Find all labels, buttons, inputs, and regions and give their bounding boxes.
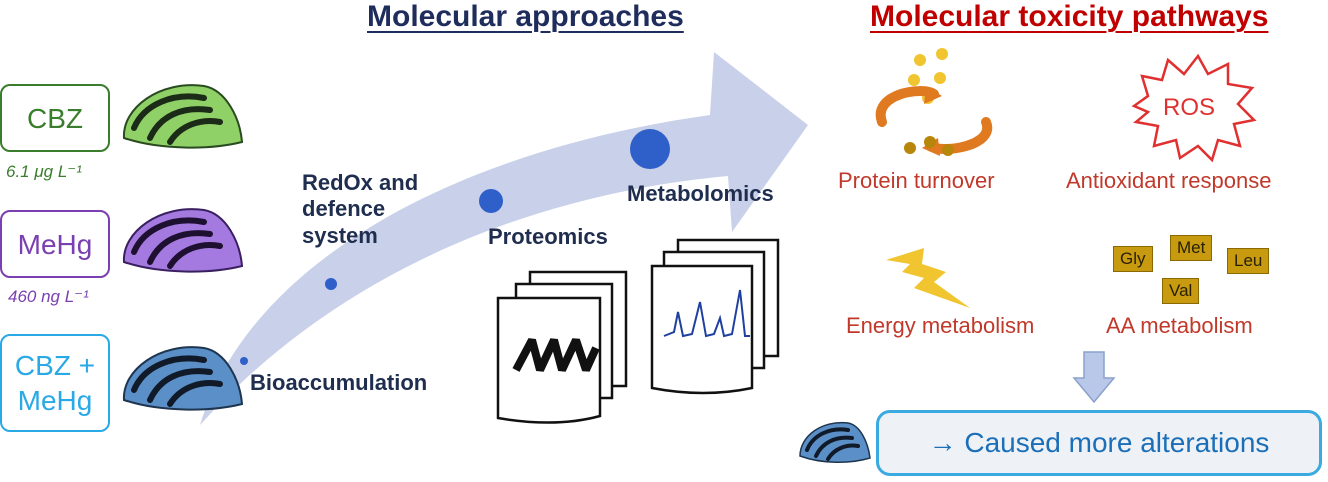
treatment-label: MeHg — [17, 228, 93, 260]
dot-bioaccumulation — [240, 357, 248, 365]
dot-proteomics — [479, 189, 503, 213]
dot-redox — [325, 278, 337, 290]
down-arrow-icon — [1072, 351, 1116, 404]
aa-tag-met: Met — [1170, 235, 1213, 261]
treatment-box-cbz: CBZ — [0, 84, 110, 152]
treatment-concentration-mehg: 460 ng L⁻¹ — [8, 287, 89, 306]
treatment-label: CBZ + MeHg — [14, 350, 96, 416]
aa-metabolism-label: AA metabolism — [1106, 313, 1253, 338]
heading-molecular-toxicity-pathways: Molecular toxicity pathways — [870, 0, 1269, 33]
mussel-blue-icon — [122, 346, 244, 411]
energy-metabolism-label: Energy metabolism — [846, 313, 1035, 338]
step-label-bioaccumulation: Bioaccumulation — [250, 370, 428, 395]
metabolomics-documents-icon — [650, 238, 780, 395]
mussel-green-icon — [122, 84, 244, 149]
step-label-metabolomics: Metabolomics — [627, 181, 774, 206]
treatment-label: CBZ — [27, 102, 83, 134]
proteomics-documents-icon — [496, 270, 628, 424]
ros-badge-label: ROS — [1163, 94, 1216, 121]
protein-turnover-icon — [875, 48, 993, 156]
aa-tag-leu: Leu — [1227, 248, 1270, 274]
result-text: → Caused more alterations — [928, 427, 1270, 458]
lightning-icon — [886, 248, 970, 308]
mussel-purple-icon — [122, 208, 244, 273]
treatment-box-cbz-mehg: CBZ + MeHg — [0, 334, 110, 432]
aa-tag-val: Val — [1162, 278, 1200, 304]
heading-molecular-approaches: Molecular approaches — [367, 0, 684, 33]
mussel-small-icon — [799, 421, 871, 464]
step-label-redox: RedOx and defence system — [302, 170, 419, 248]
treatment-concentration-cbz: 6.1 μg L⁻¹ — [6, 162, 82, 181]
result-box: → Caused more alterations — [876, 410, 1322, 476]
dot-metabolomics — [630, 129, 670, 169]
ros-burst-icon — [1131, 53, 1257, 163]
protein-turnover-label: Protein turnover — [838, 168, 995, 193]
antioxidant-response-label: Antioxidant response — [1066, 168, 1272, 193]
step-label-proteomics: Proteomics — [488, 224, 608, 249]
aa-tag-gly: Gly — [1113, 246, 1153, 272]
treatment-box-mehg: MeHg — [0, 210, 110, 278]
